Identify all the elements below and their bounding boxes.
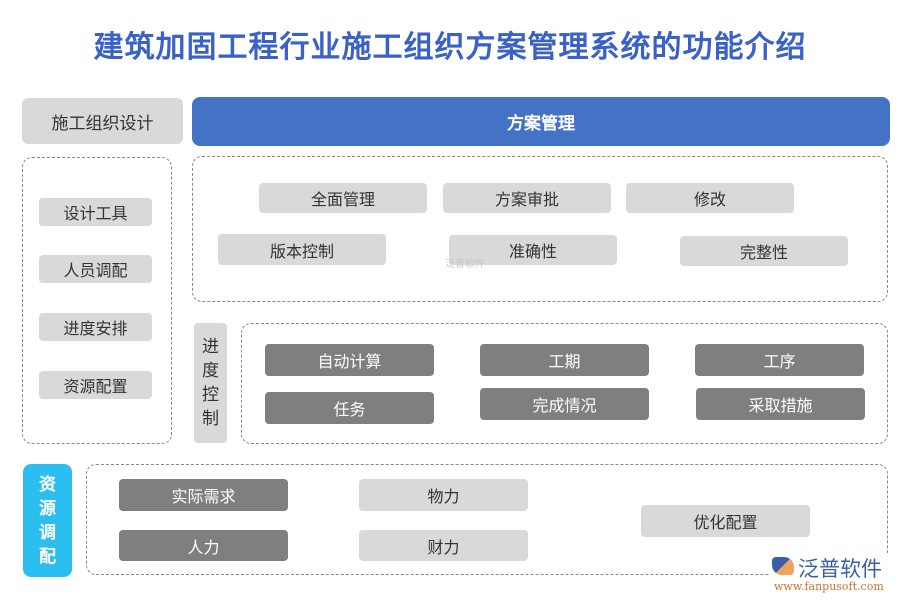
plan-item: 完整性 (680, 236, 848, 266)
logo-icon (772, 557, 794, 575)
plan-item: 版本控制 (218, 234, 386, 265)
progress-panel (241, 323, 888, 444)
progress-item: 任务 (265, 392, 434, 424)
plan-item: 修改 (626, 183, 794, 213)
main-header: 方案管理 (192, 97, 890, 146)
label-char: 制 (202, 409, 219, 429)
plan-item: 方案审批 (443, 183, 611, 213)
progress-item: 完成情况 (480, 388, 649, 420)
left-item: 人员调配 (39, 255, 152, 283)
watermark: 泛普软件 (445, 259, 485, 270)
resource-label: 资源调配 (23, 464, 72, 577)
resource-item: 财力 (359, 530, 528, 561)
logo: 泛普软件 www.fanpusoft.com (770, 553, 895, 595)
plan-item: 准确性 (449, 235, 617, 265)
left-item: 进度安排 (39, 313, 152, 341)
label-char: 资 (39, 474, 56, 495)
progress-item: 工期 (480, 344, 649, 376)
progress-item: 工序 (695, 344, 864, 376)
progress-label: 进度控制 (194, 323, 227, 443)
label-char: 配 (39, 546, 56, 567)
page-title: 建筑加固工程行业施工组织方案管理系统的功能介绍 (93, 30, 807, 65)
resource-item: 实际需求 (119, 479, 288, 511)
resource-item: 优化配置 (641, 505, 810, 537)
plan-panel (192, 156, 888, 302)
label-char: 进 (202, 337, 219, 357)
label-char: 度 (202, 361, 219, 381)
logo-url: www.fanpusoft.com (774, 580, 884, 593)
logo-name: 泛普软件 (798, 557, 882, 581)
resource-item: 人力 (119, 530, 288, 561)
label-char: 调 (39, 522, 56, 543)
plan-item: 全面管理 (259, 183, 427, 213)
progress-item: 自动计算 (265, 344, 434, 376)
resource-panel (86, 464, 888, 575)
left-header: 施工组织设计 (22, 98, 183, 144)
label-char: 源 (39, 498, 56, 519)
resource-item: 物力 (359, 479, 528, 511)
left-panel (22, 157, 172, 444)
progress-item: 采取措施 (696, 388, 865, 420)
label-char: 控 (202, 385, 219, 405)
left-item: 资源配置 (39, 371, 152, 399)
left-item: 设计工具 (39, 198, 152, 226)
